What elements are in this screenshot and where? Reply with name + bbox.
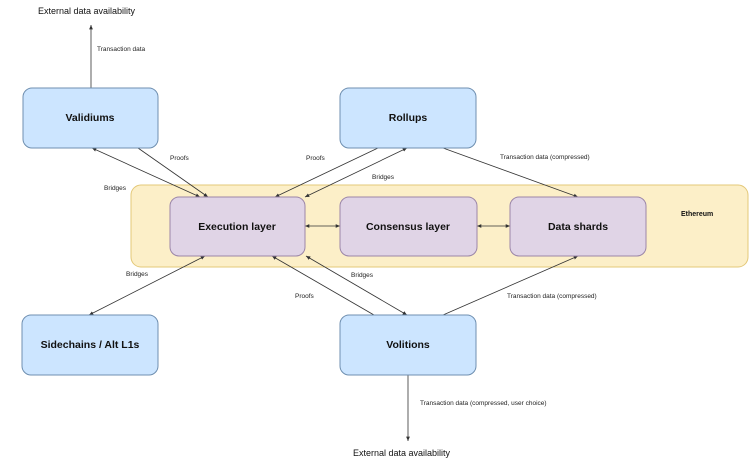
validiums-node: Validiums: [22, 87, 159, 149]
edge-rollup-shards: [442, 147, 579, 198]
data-shards-node: Data shards: [509, 196, 647, 257]
edge-label-sidechain-bridges: Bridges: [126, 271, 149, 278]
sidechains-label: Sidechains / Alt L1s: [41, 339, 140, 351]
edge-label-volition-tx-external: Transaction data (compressed, user choic…: [420, 400, 547, 407]
edge-label-rollup-bridges: Bridges: [372, 174, 395, 181]
edge-validium-execution-bridges: [91, 147, 201, 198]
edge-label-rollup-tx: Transaction data (compressed): [500, 154, 590, 161]
execution-layer-label: Execution layer: [198, 221, 276, 233]
edge-label-volition-bridges: Bridges: [351, 272, 374, 279]
edge-label-rollup-proofs: Proofs: [306, 155, 326, 162]
external-data-bottom: External data availability: [353, 448, 451, 458]
edge-label-volition-proofs: Proofs: [295, 293, 315, 300]
edge-label-volition-tx-shards: Transaction data (compressed): [507, 293, 597, 300]
edge-volition-shards: [442, 255, 579, 316]
consensus-layer-node: Consensus layer: [339, 196, 478, 257]
volitions-node: Volitions: [339, 314, 477, 376]
rollups-label: Rollups: [389, 112, 428, 124]
consensus-layer-label: Consensus layer: [366, 221, 450, 233]
execution-layer-node: Execution layer: [169, 196, 306, 257]
sidechains-node: Sidechains / Alt L1s: [21, 314, 159, 376]
external-data-top: External data availability: [38, 6, 136, 16]
edge-validium-execution-proofs: [137, 147, 209, 198]
volitions-label: Volitions: [386, 339, 430, 351]
edge-volition-execution-bridges: [305, 255, 408, 316]
edge-sidechain-execution-bridges: [88, 255, 206, 316]
ethereum-label: Ethereum: [681, 211, 713, 218]
validiums-label: Validiums: [65, 112, 114, 124]
edge-label-validium-bridges: Bridges: [104, 185, 127, 192]
rollups-node: Rollups: [339, 87, 477, 149]
edge-rollup-execution-bridges: [304, 147, 408, 198]
edge-label-validium-proofs: Proofs: [170, 155, 190, 162]
data-shards-label: Data shards: [548, 221, 608, 233]
edge-label-validium-tx: Transaction data: [97, 46, 146, 53]
